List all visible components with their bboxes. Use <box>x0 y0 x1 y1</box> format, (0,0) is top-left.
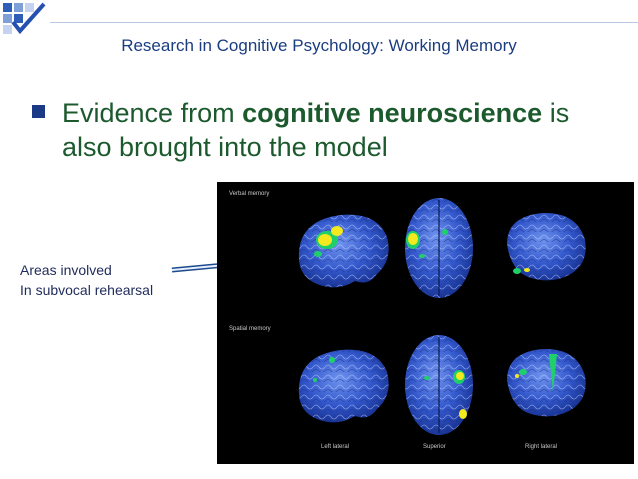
callout-line-1: Areas involved <box>20 262 112 278</box>
slide-title: Research in Cognitive Psychology: Workin… <box>121 36 517 55</box>
bullet-text: Evidence from cognitive neuroscience is … <box>62 96 622 164</box>
col-label-right: Right lateral <box>525 444 557 450</box>
bullet-suffix: is also brought into the model <box>62 98 570 162</box>
title-rule <box>50 22 638 23</box>
brain-verbal-left-lateral <box>298 214 389 288</box>
col-label-superior: Superior <box>423 444 446 450</box>
brain-spatial-superior <box>405 335 473 435</box>
brain-verbal-superior <box>405 198 473 298</box>
corner-logo-icon <box>3 2 46 35</box>
col-label-left: Left lateral <box>321 444 349 450</box>
bullet-prefix: Evidence from <box>62 98 243 128</box>
brain-verbal-right-lateral <box>507 212 586 281</box>
callout-label: Areas involved In subvocal rehearsal <box>20 260 153 300</box>
row-label-verbal: Verbal memory <box>229 191 269 197</box>
brain-scan-figure: Verbal memory Spatial memory Left latera… <box>217 182 634 464</box>
row-label-spatial: Spatial memory <box>229 326 271 332</box>
callout-line-2: In subvocal rehearsal <box>20 282 154 298</box>
bullet-emphasis: cognitive neuroscience <box>242 98 543 128</box>
brain-spatial-right-lateral <box>507 348 586 417</box>
square-bullet-icon <box>32 105 45 118</box>
brain-spatial-left-lateral <box>298 349 389 423</box>
